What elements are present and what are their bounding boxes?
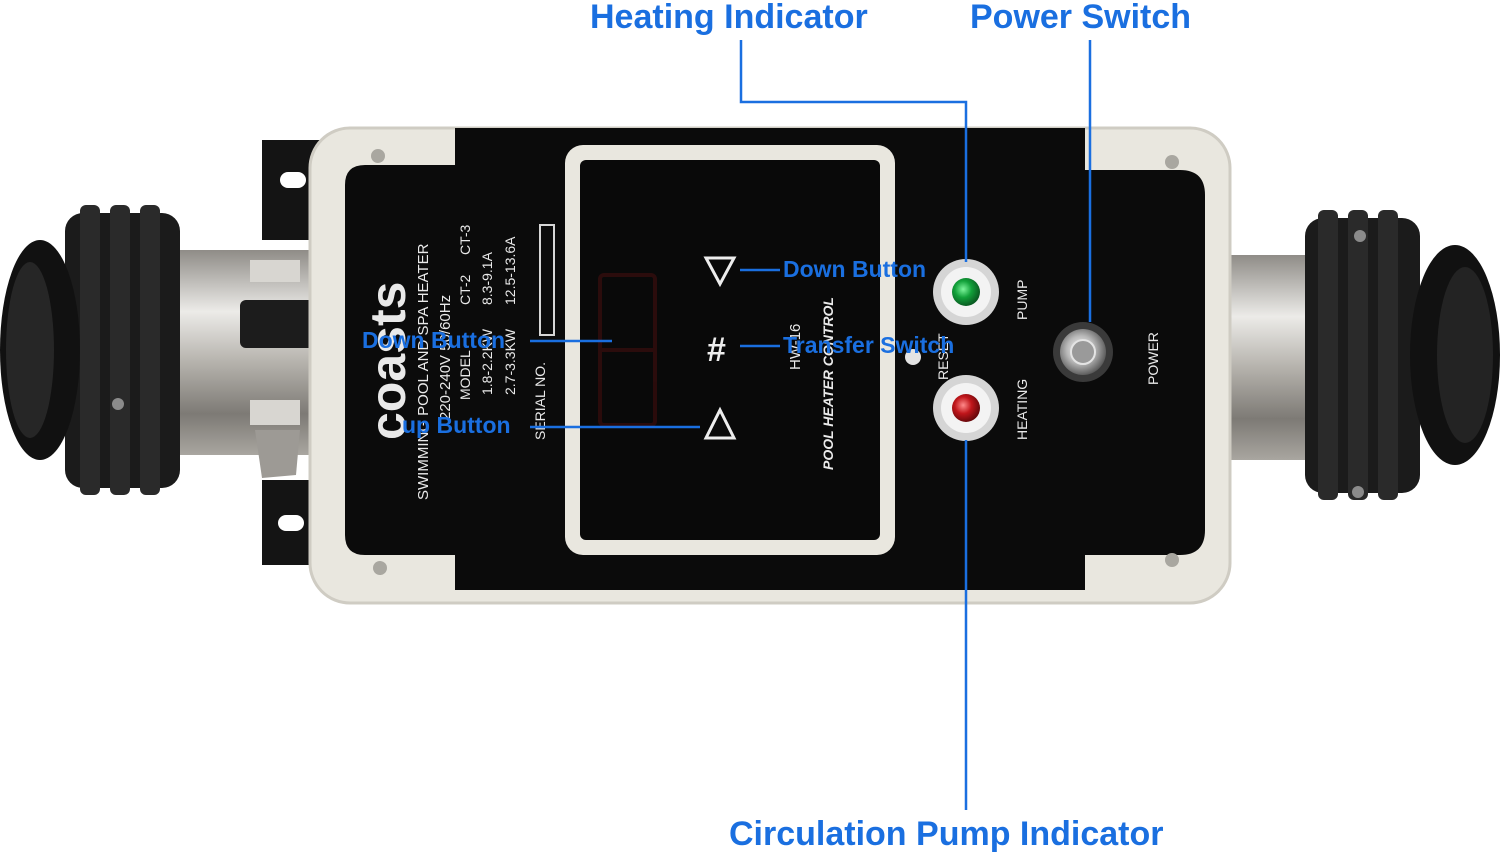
left-union-fitting	[0, 205, 180, 495]
circulation-pump-indicator-callout: Circulation Pump Indicator	[729, 815, 1164, 853]
heating-led-icon	[933, 375, 999, 441]
led-display	[598, 273, 657, 427]
svg-text:#: #	[707, 331, 726, 369]
label-line-7: 8.3-9.1A	[479, 251, 495, 305]
label-line-1: SWIMMING POOL AND SPA HEATER	[415, 243, 432, 500]
label-line-10: SERIAL NO.	[532, 362, 548, 440]
heating-indicator-callout: Heating Indicator	[590, 0, 868, 36]
label-line-9: 12.5-13.6A	[502, 236, 518, 305]
label-line-6: 1.8-2.2KW	[479, 328, 495, 395]
power-button-icon[interactable]	[1053, 322, 1113, 382]
up-triangle-icon[interactable]	[703, 406, 737, 440]
right-union-fitting	[1305, 210, 1500, 500]
reset-label: RESET	[935, 333, 951, 380]
up-button-callout: up Button	[402, 412, 511, 438]
label-line-4: CT-2	[457, 274, 473, 305]
callout-lines	[530, 40, 1092, 810]
down-triangle-icon[interactable]	[703, 256, 737, 288]
label-line-2: 220-240V 50/60Hz	[437, 295, 454, 420]
power-switch-callout: Power Switch	[970, 0, 1192, 36]
power-label: POWER	[1145, 332, 1161, 385]
label-line-8: 2.7-3.3KW	[502, 328, 518, 395]
heater-housing	[308, 126, 1232, 605]
label-line-3: MODEL	[457, 350, 473, 400]
model-label: HW-16	[787, 324, 804, 370]
reset-hole[interactable]	[905, 349, 921, 365]
pump-led-icon	[933, 259, 999, 325]
pump-label: PUMP	[1014, 280, 1030, 320]
down-button-right-callout: Down Button	[783, 256, 927, 282]
panel-title: POOL HEATER CONTROL	[820, 297, 836, 470]
transfer-switch-callout: Transfer Switch	[783, 332, 955, 358]
label-line-5: CT-3	[457, 224, 473, 255]
down-button-left-callout: Down Button	[362, 327, 506, 353]
heating-label: HEATING	[1014, 379, 1030, 440]
brand-logo: coasts	[360, 282, 416, 440]
hash-icon[interactable]: #	[707, 331, 726, 369]
heating-indicator-leader	[739, 40, 968, 262]
